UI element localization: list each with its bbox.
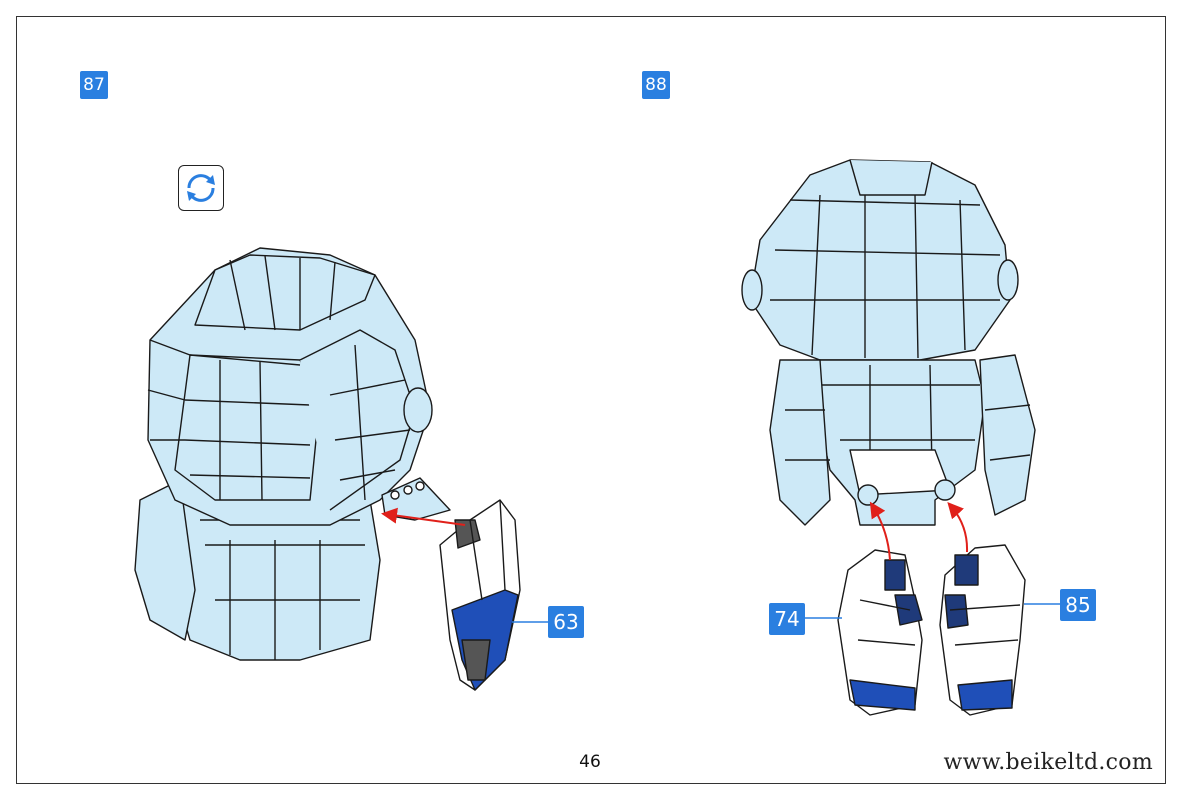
callout-85: 85 (1060, 589, 1096, 621)
step87-head-model (134, 247, 451, 661)
page-frame (16, 16, 1166, 784)
part-63 (439, 499, 521, 691)
callout-63: 63 (548, 606, 584, 638)
step88-head-model (741, 159, 1036, 526)
rotate-icon (178, 165, 224, 211)
step-number-88: 88 (642, 71, 670, 99)
part-85 (939, 544, 1026, 716)
page-number: 46 (579, 752, 601, 772)
step-number-87: 87 (80, 71, 108, 99)
callout-74: 74 (769, 603, 805, 635)
website-link[interactable]: www.beikeltd.com (943, 750, 1153, 775)
part-74 (837, 549, 923, 716)
